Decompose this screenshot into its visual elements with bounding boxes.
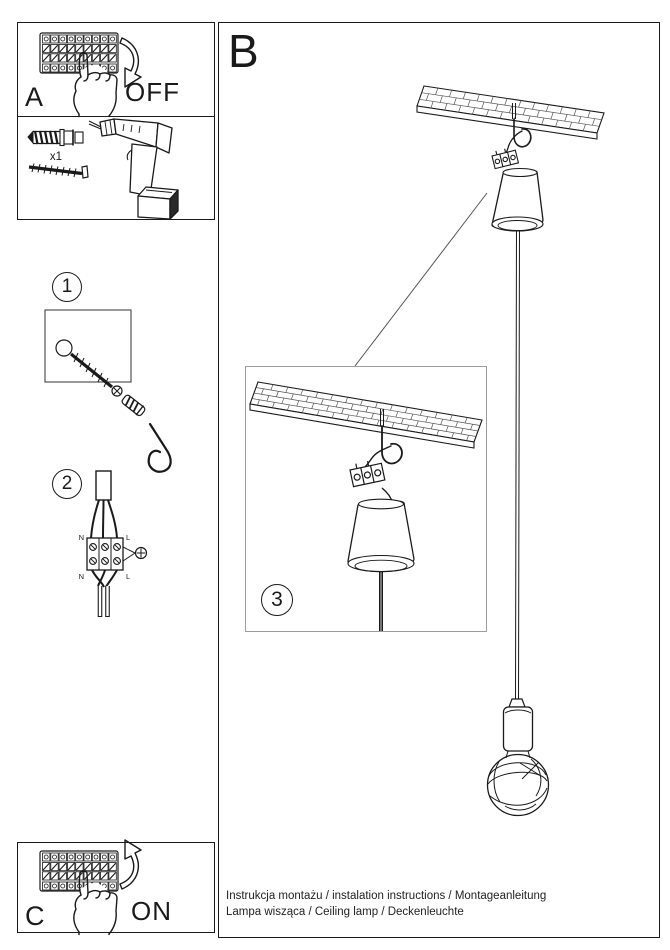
wall-square	[44, 309, 132, 383]
panel-a-label: A	[25, 82, 44, 112]
screw-icon	[28, 163, 89, 179]
detail-terminal-connector-icon	[349, 461, 386, 488]
panel-b-label: B	[228, 25, 259, 77]
footer-caption: Instrukcja montażu / instalation instruc…	[226, 888, 546, 920]
pendant-cord	[515, 223, 520, 703]
wall-plug-icon	[27, 128, 84, 147]
panel-c-label: C	[25, 901, 45, 931]
footer-line-1: Instrukcja montażu / instalation instruc…	[226, 890, 547, 902]
footer-line-2: Lampa wisząca / Ceiling lamp / Deckenleu…	[226, 906, 464, 918]
canopy-icon	[491, 167, 544, 232]
step-3-badge: 3	[261, 584, 293, 616]
detail-ceiling-panel-icon	[249, 381, 483, 449]
wire-label-l-top: L	[126, 533, 130, 542]
detail-leader-line	[354, 192, 488, 367]
step-2-badge: 2	[52, 469, 82, 499]
circuit-breaker-panel-icon	[39, 32, 119, 74]
wiring-diagram: N L N L	[79, 470, 148, 617]
drill-icon	[88, 118, 179, 220]
detail-box-3	[245, 366, 487, 632]
panel-c-box	[17, 842, 215, 933]
wall-hole-icon	[55, 339, 73, 357]
circuit-breaker-panel-icon-c	[39, 850, 119, 892]
cable-sleeve	[95, 470, 112, 501]
detail-canopy-icon	[347, 498, 415, 631]
wire-label-n-bottom: N	[79, 572, 84, 581]
ceiling-panel-icon	[416, 85, 605, 140]
wall-plug-small-icon	[121, 394, 146, 417]
step-1-badge: 1	[52, 272, 82, 302]
panel-b-box	[218, 22, 660, 938]
terminal-connector-icon	[491, 148, 520, 170]
panel-a-box	[17, 22, 215, 117]
lamp-bulb-icon	[486, 753, 550, 817]
screw-into-wall-icon	[69, 352, 123, 397]
wire-label-n-top: N	[79, 533, 84, 542]
output-wires	[97, 586, 110, 617]
tools-box	[17, 116, 215, 220]
terminal-block-icon	[86, 537, 124, 571]
breaker-on-label: ON	[131, 896, 172, 926]
earth-symbol-icon	[122, 546, 148, 562]
wire-label-l-bottom: L	[126, 572, 130, 581]
hook-icon	[147, 422, 172, 473]
lamp-holder-icon	[502, 698, 534, 759]
breaker-off-label: OFF	[125, 77, 180, 107]
